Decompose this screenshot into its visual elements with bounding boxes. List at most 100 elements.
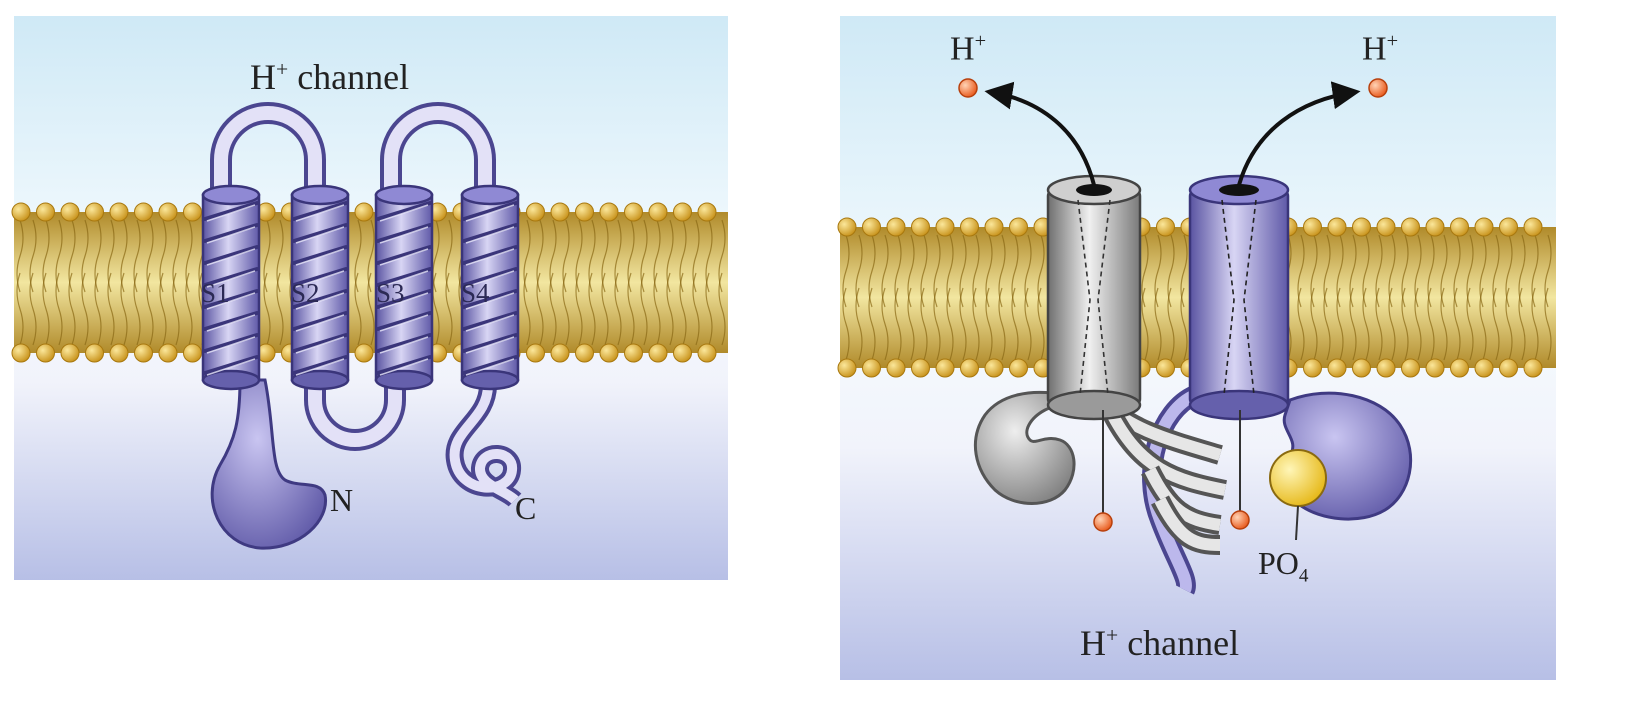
helix-label-s4: S4 bbox=[461, 278, 490, 308]
left-lipid-head-top bbox=[183, 202, 202, 222]
right-lipid-head-bottom bbox=[911, 358, 930, 378]
proton-purple-bound bbox=[1230, 510, 1250, 530]
left-lipid-head-bottom bbox=[158, 343, 178, 363]
right-lipid-head-top bbox=[960, 217, 979, 237]
right-lipid-head-bottom bbox=[1450, 358, 1469, 378]
left-lipid-head-top bbox=[60, 202, 80, 222]
left-title: H+ channel bbox=[250, 57, 410, 97]
right-lipid-head-top bbox=[1450, 217, 1469, 237]
left-lipid-head-top bbox=[85, 202, 104, 222]
gray-subunit-domain bbox=[973, 390, 1076, 505]
right-lipid-head-top bbox=[1327, 217, 1347, 237]
right-lipid-head-bottom bbox=[984, 358, 1004, 378]
right-lipid-head-top bbox=[1523, 217, 1543, 237]
left-lipid-head-top bbox=[158, 202, 178, 222]
right-caption: H+ channel bbox=[1080, 623, 1240, 663]
left-lipid-head-top bbox=[36, 202, 55, 222]
right-lipid-head-bottom bbox=[1156, 358, 1175, 378]
left-lipid-head-bottom bbox=[648, 343, 668, 363]
right-lipid-head-bottom bbox=[1425, 358, 1445, 378]
proton-left-exit bbox=[958, 78, 978, 98]
helix-s2 bbox=[290, 184, 350, 391]
proton-label-right: H+ bbox=[1362, 30, 1399, 68]
right-lipid-head-bottom bbox=[1474, 358, 1494, 378]
right-lipid-head-top bbox=[1376, 217, 1396, 237]
right-lipid-head-top bbox=[935, 217, 955, 237]
proton-right-exit bbox=[1368, 78, 1388, 98]
right-lipid-head-bottom bbox=[862, 358, 881, 378]
left-lipid-head-bottom bbox=[134, 343, 153, 363]
right-lipid-head-bottom bbox=[1376, 358, 1396, 378]
right-lipid-head-bottom bbox=[1352, 358, 1371, 378]
left-lipid-head-top bbox=[673, 202, 692, 222]
left-lipid-head-bottom bbox=[575, 343, 594, 363]
proton-label-left: H+ bbox=[950, 30, 987, 68]
left-lipid-head-top bbox=[354, 202, 374, 222]
coiled-tails bbox=[1092, 385, 1227, 595]
phosphate-label: PO4 bbox=[1258, 545, 1309, 587]
purple-subunit-pore bbox=[1188, 174, 1290, 512]
right-lipid-head-bottom bbox=[1523, 358, 1543, 378]
left-lipid-head-bottom bbox=[526, 343, 545, 363]
left-lipid-head-top bbox=[109, 202, 129, 222]
right-lipid-head-bottom bbox=[1401, 358, 1420, 378]
right-lipid-head-top bbox=[984, 217, 1004, 237]
left-membrane bbox=[11, 202, 728, 363]
right-lipid-head-top bbox=[886, 217, 906, 237]
left-lipid-head-bottom bbox=[183, 343, 202, 363]
left-lipid-head-top bbox=[624, 202, 643, 222]
left-lipid-head-top bbox=[550, 202, 570, 222]
left-lipid-head-top bbox=[526, 202, 545, 222]
left-lipid-head-top bbox=[648, 202, 668, 222]
right-lipid-head-bottom bbox=[1009, 358, 1028, 378]
phosphate-group bbox=[1269, 449, 1327, 507]
right-lipid-head-bottom bbox=[960, 358, 979, 378]
right-lipid-head-bottom bbox=[1327, 358, 1347, 378]
right-lipid-head-bottom bbox=[837, 358, 857, 378]
left-lipid-head-top bbox=[599, 202, 619, 222]
n-terminus-label: N bbox=[330, 482, 354, 518]
transmembrane-helices bbox=[201, 184, 520, 391]
left-panel bbox=[11, 16, 728, 580]
right-lipid-head-bottom bbox=[886, 358, 906, 378]
right-lipid-head-bottom bbox=[1499, 358, 1518, 378]
right-lipid-head-top bbox=[1352, 217, 1371, 237]
right-lipid-head-top bbox=[1303, 217, 1322, 237]
left-lipid-head-bottom bbox=[550, 343, 570, 363]
right-lipid-head-top bbox=[911, 217, 930, 237]
helix-s1 bbox=[201, 184, 261, 391]
left-lipid-head-bottom bbox=[11, 343, 31, 363]
left-lipid-head-bottom bbox=[673, 343, 692, 363]
left-lipid-head-top bbox=[697, 202, 717, 222]
left-lipid-head-bottom bbox=[109, 343, 129, 363]
left-lipid-head-bottom bbox=[60, 343, 80, 363]
helix-label-s1: S1 bbox=[201, 278, 230, 308]
left-lipid-head-bottom bbox=[85, 343, 104, 363]
right-lipid-head-bottom bbox=[1303, 358, 1322, 378]
right-lipid-head-top bbox=[1009, 217, 1028, 237]
helix-label-s3: S3 bbox=[376, 278, 405, 308]
right-lipid-head-top bbox=[1401, 217, 1420, 237]
phosphate-leader bbox=[1295, 505, 1299, 541]
left-lipid-head-bottom bbox=[599, 343, 619, 363]
left-lipid-head-top bbox=[134, 202, 153, 222]
left-lipid-head-bottom bbox=[624, 343, 643, 363]
left-lipid-head-bottom bbox=[354, 343, 374, 363]
proton-gray-bound bbox=[1093, 512, 1113, 532]
right-panel bbox=[837, 16, 1556, 680]
left-lipid-head-bottom bbox=[697, 343, 717, 363]
right-lipid-head-top bbox=[1425, 217, 1445, 237]
helix-s4 bbox=[460, 184, 520, 391]
proton-arrow-right bbox=[1237, 81, 1361, 186]
right-lipid-head-top bbox=[1156, 217, 1175, 237]
n-terminal-domain bbox=[210, 378, 328, 550]
right-lipid-head-bottom bbox=[935, 358, 955, 378]
right-lipid-head-top bbox=[1499, 217, 1518, 237]
gray-subunit-pore bbox=[1046, 174, 1142, 515]
left-lipid-head-top bbox=[575, 202, 594, 222]
helix-label-s2: S2 bbox=[291, 278, 320, 308]
left-lipid-head-bottom bbox=[36, 343, 55, 363]
helix-s3 bbox=[374, 184, 434, 391]
